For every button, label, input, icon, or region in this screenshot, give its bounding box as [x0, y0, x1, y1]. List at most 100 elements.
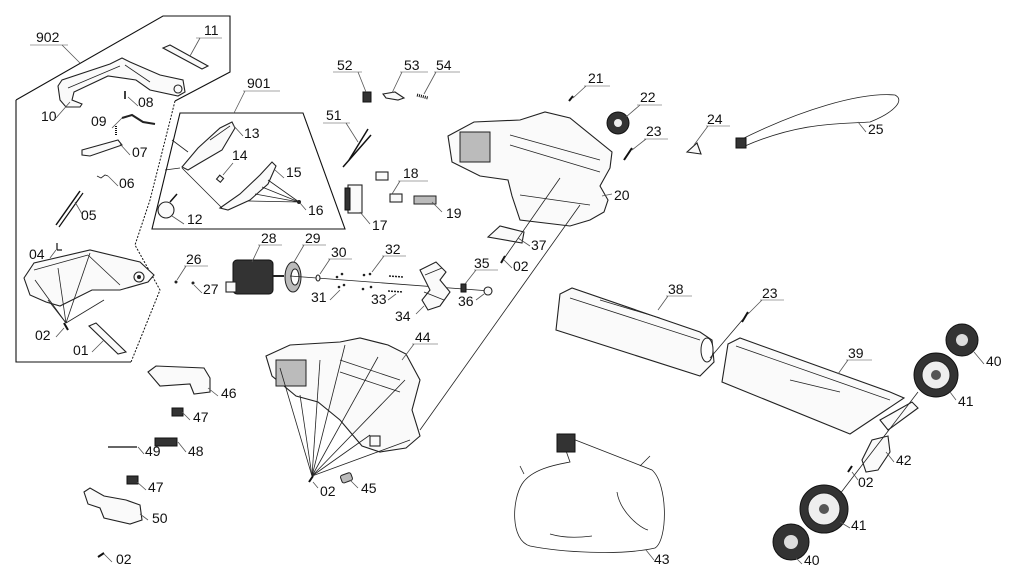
- svg-text:47: 47: [148, 479, 164, 495]
- label-36: 36: [458, 293, 485, 309]
- label-33: 33: [371, 291, 397, 307]
- svg-text:18: 18: [403, 165, 419, 181]
- svg-text:06: 06: [119, 175, 135, 191]
- part-02-screw-d: [308, 475, 314, 483]
- svg-text:32: 32: [385, 241, 401, 257]
- svg-text:39: 39: [848, 345, 864, 361]
- label-29: 29: [293, 230, 326, 263]
- svg-text:36: 36: [458, 293, 474, 309]
- label-39: 39: [837, 345, 872, 375]
- part-01-strip: [88, 322, 128, 355]
- svg-text:10: 10: [41, 108, 57, 124]
- svg-text:52: 52: [337, 57, 353, 73]
- part-44-housing-half: [265, 337, 421, 477]
- label-02a: 02: [35, 327, 65, 343]
- part-26-screw: [174, 280, 178, 284]
- label-47a: 47: [181, 409, 209, 425]
- part-36-cap: [483, 286, 493, 296]
- part-21-screw: [568, 95, 574, 102]
- svg-text:901: 901: [247, 75, 271, 91]
- svg-text:31: 31: [311, 289, 327, 305]
- label-17: 17: [359, 211, 388, 233]
- svg-text:29: 29: [305, 230, 321, 246]
- svg-text:40: 40: [804, 552, 820, 568]
- svg-text:15: 15: [286, 164, 302, 180]
- label-06: 06: [107, 175, 135, 191]
- svg-text:04: 04: [29, 246, 45, 262]
- label-30: 30: [319, 244, 352, 275]
- label-35: 35: [464, 255, 498, 285]
- part-02-screw-e: [97, 552, 105, 558]
- svg-text:09: 09: [91, 113, 107, 129]
- svg-text:42: 42: [896, 452, 912, 468]
- part-17-switch: [344, 184, 363, 214]
- part-40-wheel-cap-a: [945, 323, 979, 357]
- part-38-upper-tube: [555, 287, 715, 377]
- svg-text:44: 44: [415, 329, 431, 345]
- part-30-washer: [315, 274, 321, 282]
- label-27: 27: [193, 281, 219, 297]
- part-18-capacitor: [375, 171, 403, 203]
- svg-text:13: 13: [244, 125, 260, 141]
- svg-text:54: 54: [436, 57, 452, 73]
- label-13: 13: [232, 124, 260, 141]
- label-37: 37: [517, 237, 547, 253]
- label-02d: 02: [312, 481, 336, 499]
- part-42-axle-holder: [861, 401, 919, 473]
- label-01: 01: [73, 339, 105, 358]
- label-48: 48: [177, 441, 204, 459]
- label-14: 14: [222, 147, 248, 176]
- assembly-901-frame: [151, 112, 346, 230]
- svg-text:28: 28: [261, 230, 277, 246]
- label-42: 42: [885, 451, 912, 468]
- svg-text:19: 19: [446, 205, 462, 221]
- part-40-wheel-cap-b: [772, 523, 810, 561]
- part-47-button-b: [126, 475, 139, 485]
- part-48-spring-set: [154, 437, 178, 447]
- svg-text:30: 30: [331, 244, 347, 260]
- part-31-screws: [335, 272, 346, 289]
- svg-text:41: 41: [851, 517, 867, 533]
- label-19: 19: [431, 201, 462, 221]
- part-53-lever: [382, 91, 406, 101]
- part-22-cover: [606, 111, 630, 135]
- aux-handle-leader-lines: [164, 139, 223, 209]
- motor-axis-line: [289, 275, 491, 292]
- svg-text:24: 24: [707, 111, 723, 127]
- svg-text:53: 53: [404, 57, 420, 73]
- svg-text:22: 22: [640, 89, 656, 105]
- housing-leader-line: [502, 177, 561, 261]
- part-06-clip: [96, 174, 109, 179]
- label-46: 46: [207, 385, 237, 401]
- part-46-switch-part: [147, 365, 211, 395]
- svg-text:33: 33: [371, 291, 387, 307]
- part-24-clip: [685, 142, 702, 155]
- svg-text:48: 48: [188, 443, 204, 459]
- svg-text:07: 07: [132, 144, 148, 160]
- svg-text:11: 11: [204, 22, 219, 38]
- label-53: 53: [391, 57, 428, 94]
- svg-text:50: 50: [152, 510, 168, 526]
- part-05-rods: [55, 190, 84, 228]
- svg-text:26: 26: [186, 251, 202, 267]
- label-40a: 40: [973, 351, 1002, 369]
- label-02b: 02: [503, 258, 529, 274]
- part-52-latch: [362, 91, 372, 103]
- part-27-screw: [191, 281, 195, 285]
- label-23a: 23: [631, 123, 668, 151]
- part-25-strap: [735, 94, 900, 149]
- label-41b: 41: [839, 517, 867, 533]
- svg-text:45: 45: [361, 480, 377, 496]
- part-41-wheel-a: [913, 352, 959, 398]
- svg-text:41: 41: [958, 393, 974, 409]
- part-20-housing-half: [447, 111, 613, 227]
- part-34-impeller: [419, 261, 451, 311]
- part-47-button-a: [171, 407, 184, 417]
- label-18: 18: [391, 165, 428, 195]
- svg-text:05: 05: [81, 207, 97, 223]
- part-28-motor: [225, 259, 284, 295]
- part-02-screw-a: [63, 322, 69, 331]
- label-31: 31: [311, 289, 341, 305]
- part-23-screw-a: [623, 147, 633, 161]
